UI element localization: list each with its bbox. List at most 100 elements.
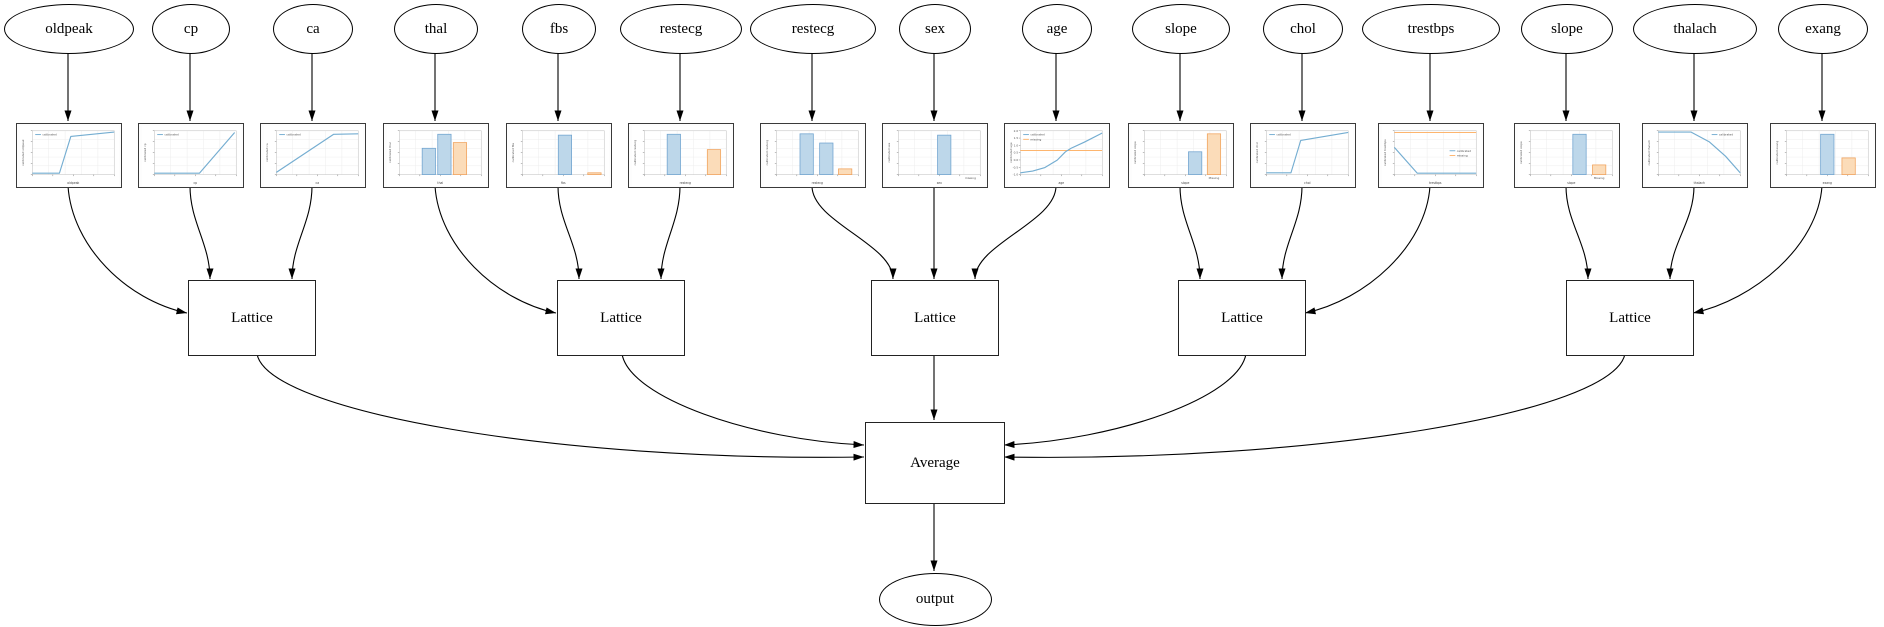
feature-node-12-slope-label: slope	[1551, 20, 1583, 37]
lattice-box-4: Lattice	[1178, 280, 1306, 356]
feature-node-2-ca-label: ca	[306, 20, 320, 37]
x-axis-label: thalach	[1693, 181, 1704, 185]
x-axis-label: trestbps	[1429, 181, 1442, 185]
edge-calibrator-to-lattice	[67, 185, 188, 315]
x-axis-label: slope	[1181, 181, 1189, 185]
edge-calibrator-to-lattice	[1278, 185, 1303, 280]
output-node-label: output	[915, 591, 955, 607]
feature-node-6-restecg: restecg	[750, 4, 876, 54]
feature-node-7-sex: sex	[899, 4, 971, 54]
y-axis-label: calibrated oldpeak	[20, 139, 24, 166]
edge-lattice-to-average	[621, 353, 865, 449]
calibrator-bar-blue	[436, 133, 451, 175]
y-axis-label: calibrated restecg	[764, 139, 768, 165]
average-box-label: Average	[910, 454, 960, 471]
y-axis-label: calibrated ca	[264, 143, 268, 162]
calibrated-line	[1019, 131, 1103, 173]
legend-label: calibrated	[1276, 132, 1290, 136]
edge-calibrator-to-lattice	[1565, 185, 1592, 280]
x-axis-label: slope	[1567, 181, 1575, 185]
feature-node-11-trestbps-label: trestbps	[1407, 20, 1455, 37]
feature-node-10-chol: chol	[1263, 4, 1343, 54]
calibrator-plot-thal: calibrated thal thal	[386, 125, 486, 186]
feature-node-6-restecg-label: restecg	[791, 20, 835, 37]
feature-node-13-thalach-label: thalach	[1673, 20, 1717, 37]
x-axis-label: chol	[1304, 181, 1310, 185]
y-tick-label: 2.0	[1013, 128, 1018, 132]
feature-node-11-trestbps: trestbps	[1362, 4, 1500, 54]
edge-lattice-to-average	[256, 353, 865, 461]
calibrator-bar-blue	[421, 147, 436, 175]
x-axis-label: thal	[437, 181, 443, 185]
lattice-box-5-label: Lattice	[1609, 309, 1651, 326]
calibrator-bar-orange	[452, 141, 467, 175]
x-axis-label: fbs	[561, 181, 566, 185]
calibrator-bar-blue	[666, 133, 681, 175]
edge-lattice-to-average	[1003, 353, 1626, 461]
calibrator-bar-orange	[1591, 164, 1606, 175]
y-axis-label: calibrated slope	[1132, 141, 1136, 164]
calibrator-plot-slope: Missing calibrated slope slope	[1517, 125, 1617, 186]
y-axis-label: calibrated age	[1008, 142, 1012, 163]
y-axis-label: calibrated cp	[142, 143, 146, 162]
feature-node-9-slope: slope	[1132, 4, 1230, 54]
edge-calibrator-to-lattice	[1692, 185, 1823, 315]
x-tick-label: Missing	[1593, 175, 1604, 179]
calibrator-bar-orange	[1841, 157, 1856, 175]
legend-label: missing	[1456, 153, 1467, 157]
feature-node-12-slope: slope	[1521, 4, 1613, 54]
y-axis-label: calibrated thalach	[1646, 139, 1650, 165]
feature-node-10-chol-label: chol	[1290, 20, 1316, 37]
calibrator-chart-12-slope: Missing calibrated slope slope	[1514, 123, 1620, 188]
calibrated-line	[1657, 131, 1741, 173]
calibrator-bar-blue	[818, 142, 833, 175]
calibrator-bar-orange	[706, 148, 721, 175]
y-axis-label: calibrated slope	[1518, 141, 1522, 164]
calibrator-bar-orange	[1206, 132, 1221, 175]
x-axis-label: cp	[193, 181, 197, 185]
y-tick-label: 1.0	[1013, 143, 1018, 147]
calibrator-plot-cp: calibrated cp cp calibrated	[141, 125, 241, 186]
y-axis-label: calibrated thal	[387, 142, 391, 163]
lattice-box-2-label: Lattice	[600, 309, 642, 326]
feature-node-0-oldpeak: oldpeak	[4, 4, 134, 54]
feature-node-7-sex-label: sex	[925, 20, 945, 37]
feature-node-0-oldpeak-label: oldpeak	[45, 20, 93, 37]
calibrator-chart-9-slope: Missing calibrated slope slope	[1128, 123, 1234, 188]
x-axis-label: oldpeak	[67, 181, 79, 185]
x-axis-label: sex	[936, 181, 941, 185]
edge-calibrator-to-lattice	[971, 185, 1057, 280]
lattice-box-5: Lattice	[1566, 280, 1694, 356]
x-axis-label: restecg	[811, 181, 822, 185]
calibrator-bar-orange	[586, 171, 601, 175]
legend-label: calibrated	[164, 132, 178, 136]
feature-node-13-thalach: thalach	[1633, 4, 1757, 54]
calibrator-plot-restecg: calibrated restecg restecg	[763, 125, 863, 186]
feature-node-5-restecg-label: restecg	[659, 20, 703, 37]
lattice-box-4-label: Lattice	[1221, 309, 1263, 326]
x-tick-label: Missing	[1208, 175, 1219, 179]
lattice-box-2: Lattice	[557, 280, 685, 356]
edge-calibrator-to-lattice	[811, 185, 897, 280]
calibrated-line	[1265, 131, 1348, 173]
lattice-box-1: Lattice	[188, 280, 316, 356]
y-tick-label: 1.5	[1013, 136, 1018, 140]
edge-calibrator-to-lattice	[1304, 185, 1431, 315]
calibrator-bar-blue	[1571, 133, 1587, 175]
x-axis-label: age	[1058, 181, 1064, 185]
calibrated-line	[153, 131, 235, 174]
calibrator-bar-blue	[799, 132, 814, 175]
y-axis-label: calibrated exang	[1774, 140, 1778, 164]
calibrator-chart-3-thal: calibrated thal thal	[383, 123, 489, 188]
x-axis-label: ca	[315, 181, 319, 185]
legend-label: calibrated	[1718, 132, 1732, 136]
